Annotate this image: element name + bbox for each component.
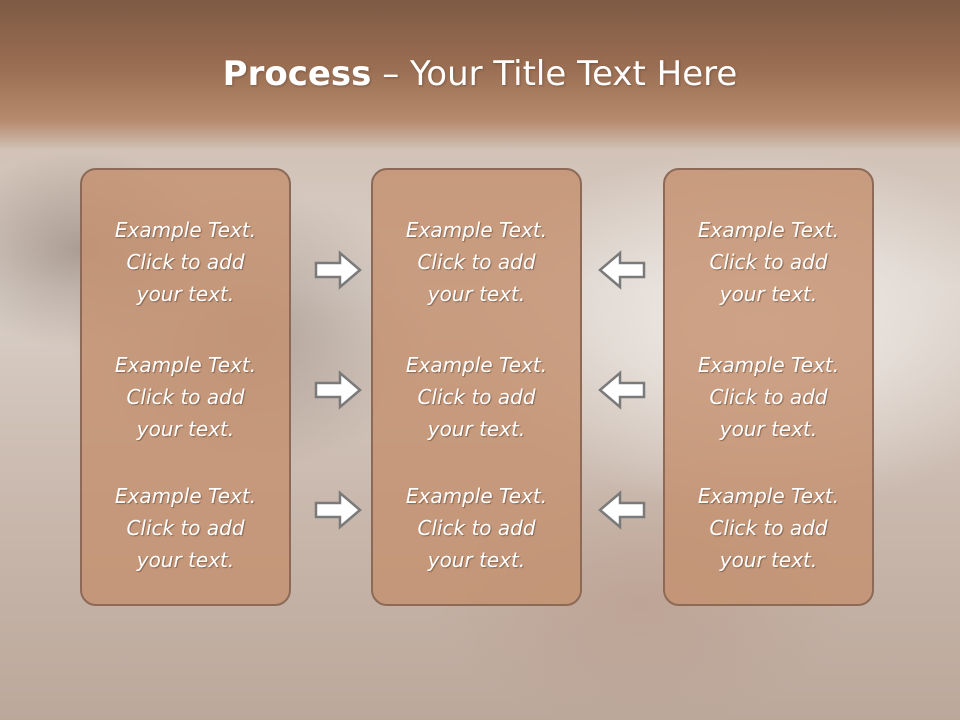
text-line: Click to add (709, 385, 828, 409)
text-line: Click to add (417, 385, 536, 409)
process-box-right[interactable]: Example Text. Click to add your text. Ex… (663, 168, 874, 606)
text-line: Click to add (417, 516, 536, 540)
text-line: Example Text. (697, 353, 840, 377)
text-line: your text. (719, 282, 818, 306)
arrow-left-icon[interactable] (598, 370, 646, 410)
text-line: Click to add (126, 385, 245, 409)
text-line: Example Text. (114, 484, 257, 508)
text-placeholder[interactable]: Example Text. Click to add your text. (665, 214, 872, 310)
text-placeholder[interactable]: Example Text. Click to add your text. (373, 214, 580, 310)
text-placeholder[interactable]: Example Text. Click to add your text. (82, 349, 289, 445)
text-line: your text. (427, 417, 526, 441)
process-box-left[interactable]: Example Text. Click to add your text. Ex… (80, 168, 291, 606)
text-line: your text. (427, 282, 526, 306)
text-line: your text. (136, 548, 235, 572)
title-rest-part: Your Title Text Here (410, 54, 738, 94)
text-line: Example Text. (405, 218, 548, 242)
text-line: Example Text. (405, 353, 548, 377)
text-placeholder[interactable]: Example Text. Click to add your text. (82, 214, 289, 310)
text-placeholder[interactable]: Example Text. Click to add your text. (373, 349, 580, 445)
arrow-right-icon[interactable] (314, 370, 362, 410)
text-line: your text. (136, 417, 235, 441)
text-line: Example Text. (405, 484, 548, 508)
text-line: Click to add (126, 250, 245, 274)
title-separator: – (371, 54, 411, 94)
text-line: Click to add (417, 250, 536, 274)
arrow-right-icon[interactable] (314, 250, 362, 290)
arrow-right-icon[interactable] (314, 490, 362, 530)
process-box-center[interactable]: Example Text. Click to add your text. Ex… (371, 168, 582, 606)
title-bold-part: Process (222, 54, 372, 94)
text-line: Click to add (126, 516, 245, 540)
text-line: Example Text. (697, 218, 840, 242)
text-line: Example Text. (114, 353, 257, 377)
text-placeholder[interactable]: Example Text. Click to add your text. (665, 480, 872, 576)
title-banner (0, 0, 960, 150)
text-placeholder[interactable]: Example Text. Click to add your text. (665, 349, 872, 445)
text-line: your text. (136, 282, 235, 306)
arrow-left-icon[interactable] (598, 490, 646, 530)
text-line: Example Text. (697, 484, 840, 508)
text-line: Click to add (709, 516, 828, 540)
slide-title[interactable]: Process – Your Title Text Here (0, 52, 960, 96)
text-line: your text. (427, 548, 526, 572)
text-placeholder[interactable]: Example Text. Click to add your text. (82, 480, 289, 576)
arrow-left-icon[interactable] (598, 250, 646, 290)
text-line: Example Text. (114, 218, 257, 242)
text-placeholder[interactable]: Example Text. Click to add your text. (373, 480, 580, 576)
text-line: Click to add (709, 250, 828, 274)
text-line: your text. (719, 548, 818, 572)
text-line: your text. (719, 417, 818, 441)
